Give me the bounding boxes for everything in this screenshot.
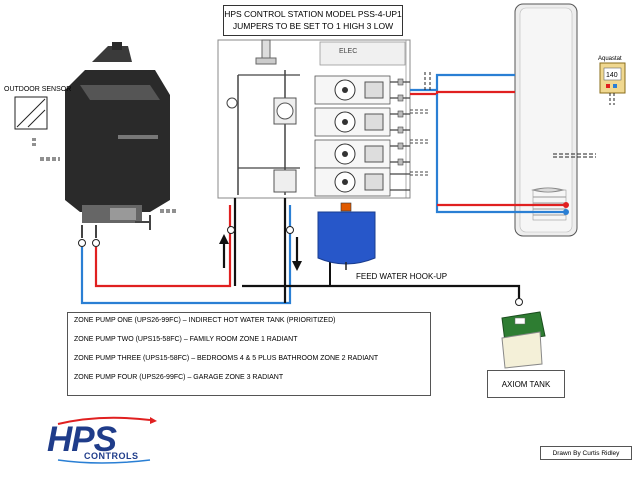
expansion-tank-icon [317,202,376,270]
supply-pipe-boiler [94,205,232,288]
hps-logo-swoosh [57,416,157,464]
zone-item: ZONE PUMP FOUR (UPS26-99FC) – GARAGE ZON… [74,374,284,381]
axiom-tank-label: AXIOM TANK [487,370,565,398]
pump-row-1 [314,75,410,105]
indirect-water-tank-icon [514,3,596,237]
title-line-1: HPS CONTROL STATION MODEL PSS-4-UP1 [224,9,402,19]
return-pipe-boiler [80,205,292,305]
zone-item: ZONE PUMP ONE (UPS26-99FC) – INDIRECT HO… [74,317,336,324]
hps-logo: HPS [47,420,117,459]
pump-row-4 [314,167,410,197]
zone-stubs [410,109,428,176]
pump-row-2 [314,107,410,137]
zone-legend: ZONE PUMP ONE (UPS26-99FC) – INDIRECT HO… [67,312,431,396]
zone-item: ZONE PUMP THREE (UPS15-58FC) – BEDROOMS … [74,355,379,362]
drawn-by-label: Drawn By Curtis Ridley [540,446,632,460]
coil-return-pipe [435,94,566,214]
diagram-title-box: HPS CONTROL STATION MODEL PSS-4-UP1 JUMP… [223,5,403,36]
feed-water-pipe [242,284,521,302]
indirect-return-pipe [410,90,515,96]
flow-down-arrow-icon [292,237,302,271]
aquastat-value: 140 [606,72,618,79]
feed-water-label: FEED WATER HOOK-UP [356,272,448,281]
outdoor-sensor-label: OUTDOOR SENSOR [4,86,72,93]
axiom-tank-icon [501,311,546,369]
outdoor-sensor-icon [14,96,60,161]
aquastat-icon [599,62,626,105]
aquastat-label: Aquastat [598,56,622,62]
title-line-2: JUMPERS TO BE SET TO 1 HIGH 3 LOW [232,21,394,31]
flow-up-arrow-icon [219,234,229,268]
boiler-icon [65,42,178,247]
zone-item: ZONE PUMP TWO (UPS15-58FC) – FAMILY ROOM… [74,336,298,343]
elec-label: ELEC [339,48,358,55]
indirect-supply-pipe [410,73,515,92]
hps-logo-subtext: CONTROLS [84,451,139,461]
